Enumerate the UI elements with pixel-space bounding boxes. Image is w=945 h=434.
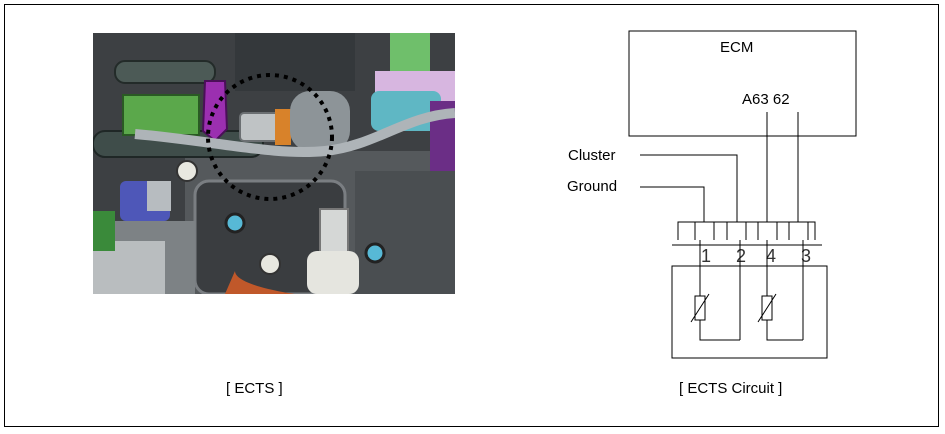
wire-label-cluster: Cluster — [568, 147, 616, 164]
pin-label-1: 1 — [701, 246, 711, 266]
circuit-caption: [ ECTS Circuit ] — [679, 380, 783, 397]
pin-label-4: 4 — [766, 246, 776, 266]
ects-photo — [75, 31, 455, 294]
photo-caption: [ ECTS ] — [226, 380, 283, 397]
wire-label-ground: Ground — [567, 178, 617, 195]
ecm-label: ECM — [720, 39, 753, 56]
ecm-pins-label: A63 62 — [742, 91, 790, 108]
pin-label-2: 2 — [736, 246, 746, 266]
ects-circuit-diagram: ECM A63 62 Cluster Ground 1 2 4 3 — [567, 30, 857, 359]
ecm-box — [628, 30, 857, 137]
pin-label-3: 3 — [801, 246, 811, 266]
